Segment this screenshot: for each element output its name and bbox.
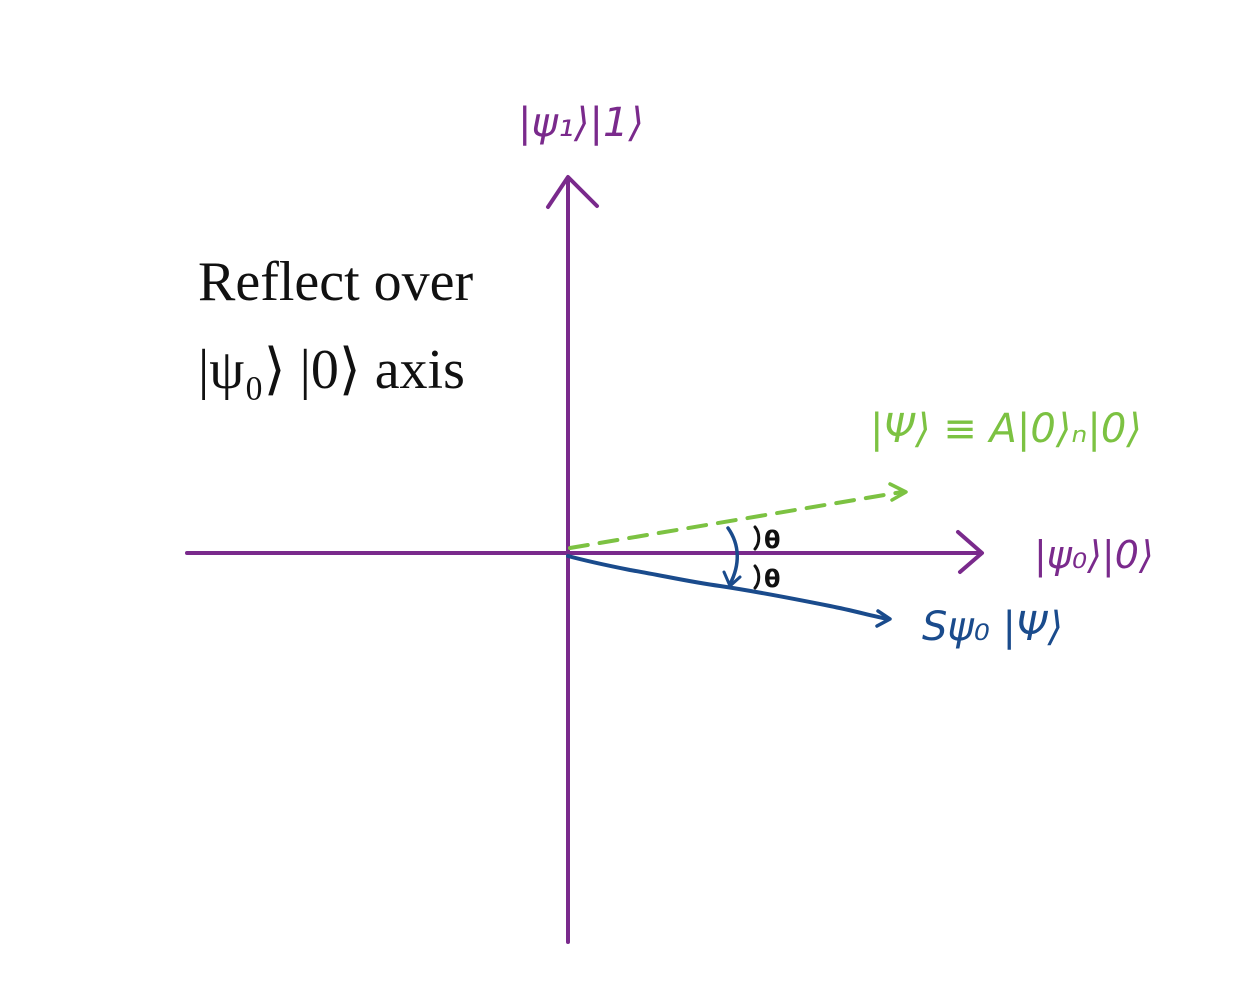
vertical-axis-arrowhead [546, 175, 599, 209]
psi-vector-label: |Ψ⟩ ≡ A|0⟩ₙ|0⟩ [870, 406, 1142, 452]
reflection-caption: Reflect over |ψ₀⟩ |0⟩ axis [198, 238, 473, 414]
angle-mark-upper: θ [753, 525, 781, 554]
reflected-vector [566, 554, 892, 628]
vertical-axis [546, 175, 599, 944]
psi-vector-arrowhead [888, 482, 908, 502]
angle-mark-lower: θ [753, 564, 781, 593]
angle-arc [722, 526, 742, 588]
angle-label-lower: θ [764, 565, 781, 593]
horizontal-axis-label: |ψ₀⟩|0⟩ [1034, 533, 1154, 578]
reflected-vector-arrowhead [875, 609, 892, 628]
angle-label-upper: θ [764, 526, 781, 554]
psi-vector [568, 482, 908, 550]
caption-line-1: Reflect over [198, 251, 474, 313]
horizontal-axis-arrowhead [956, 530, 984, 574]
caption-line-2: |ψ₀⟩ |0⟩ axis [198, 339, 465, 401]
angle-arc-arrowhead [722, 570, 742, 588]
reflected-vector-label: Sψ₀ |Ψ⟩ [922, 604, 1063, 650]
horizontal-axis [185, 530, 984, 574]
vertical-axis-label: |ψ₁⟩|1⟩ [518, 100, 644, 146]
